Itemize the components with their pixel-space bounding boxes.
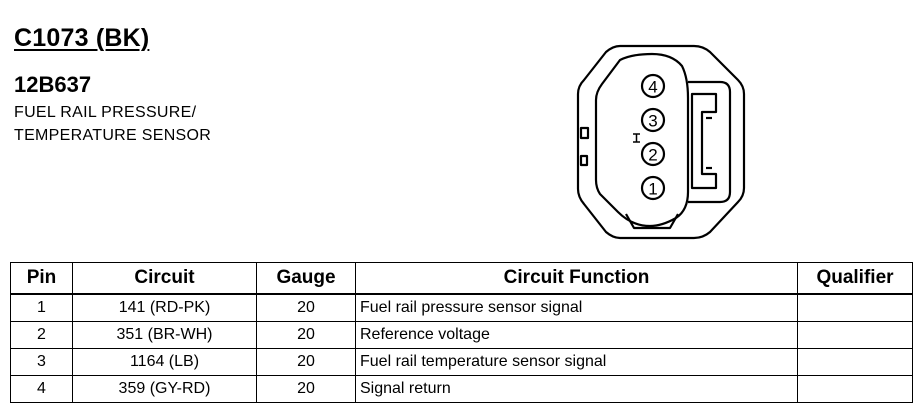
circuit-cell: 141 (RD-PK) [72,293,257,322]
connector-id: C1073 (BK) [14,24,150,52]
pin-cell: 4 [10,375,73,403]
pin-assignment-table: Pin Circuit Gauge Circuit Function Quali… [10,262,913,403]
table-row: 3 1164 (LB) 20 Fuel rail temperature sen… [10,348,913,376]
component-name-line1: FUEL RAIL PRESSURE/ [14,104,197,121]
column-header-qualifier: Qualifier [797,262,913,295]
circuit-cell: 359 (GY-RD) [72,375,257,403]
table-row: 2 351 (BR-WH) 20 Reference voltage [10,321,913,349]
gauge-cell: 20 [256,321,356,349]
qualifier-cell [797,375,913,403]
table-row: 1 141 (RD-PK) 20 Fuel rail pressure sens… [10,293,913,322]
locking-tab-inner [690,92,718,190]
qualifier-cell [797,321,913,349]
pin-4-terminal: 4 [640,73,666,99]
keyway [625,213,679,230]
pin-cell: 3 [10,348,73,376]
connector-face-diagram: 4 3 2 1 [576,44,746,240]
table-header-row: Pin Circuit Gauge Circuit Function Quali… [10,262,913,295]
qualifier-cell [797,293,913,322]
table-row: 4 359 (GY-RD) 20 Signal return [10,375,913,403]
pin-1-terminal: 1 [640,175,666,201]
pin-3-terminal: 3 [640,107,666,133]
pin-2-label: 2 [648,146,657,165]
function-cell: Fuel rail pressure sensor signal [355,293,798,322]
column-header-pin: Pin [10,262,73,295]
circuit-cell: 351 (BR-WH) [72,321,257,349]
gauge-cell: 20 [256,293,356,322]
pin-4-label: 4 [648,78,657,97]
keyway-marker [579,126,590,140]
pin-cell: 2 [10,321,73,349]
function-cell: Reference voltage [355,321,798,349]
function-cell: Fuel rail temperature sensor signal [355,348,798,376]
component-name-line2: TEMPERATURE SENSOR [14,127,212,144]
connector-housing-outline [576,44,746,240]
pin-index-mark [633,133,640,143]
locking-tab [688,80,732,204]
function-cell: Signal return [355,375,798,403]
qualifier-cell [797,348,913,376]
circuit-cell: 1164 (LB) [72,348,257,376]
pin-cell: 1 [10,293,73,322]
part-number: 12B637 [14,72,92,97]
gauge-cell: 20 [256,348,356,376]
pin-2-terminal: 2 [640,141,666,167]
pin-1-label: 1 [648,180,657,199]
gauge-cell: 20 [256,375,356,403]
column-header-gauge: Gauge [256,262,356,295]
connector-cavity-outline [594,52,690,228]
column-header-circuit: Circuit [72,262,257,295]
column-header-function: Circuit Function [355,262,798,295]
keyway-marker-2 [579,154,589,167]
pin-3-label: 3 [648,112,657,131]
